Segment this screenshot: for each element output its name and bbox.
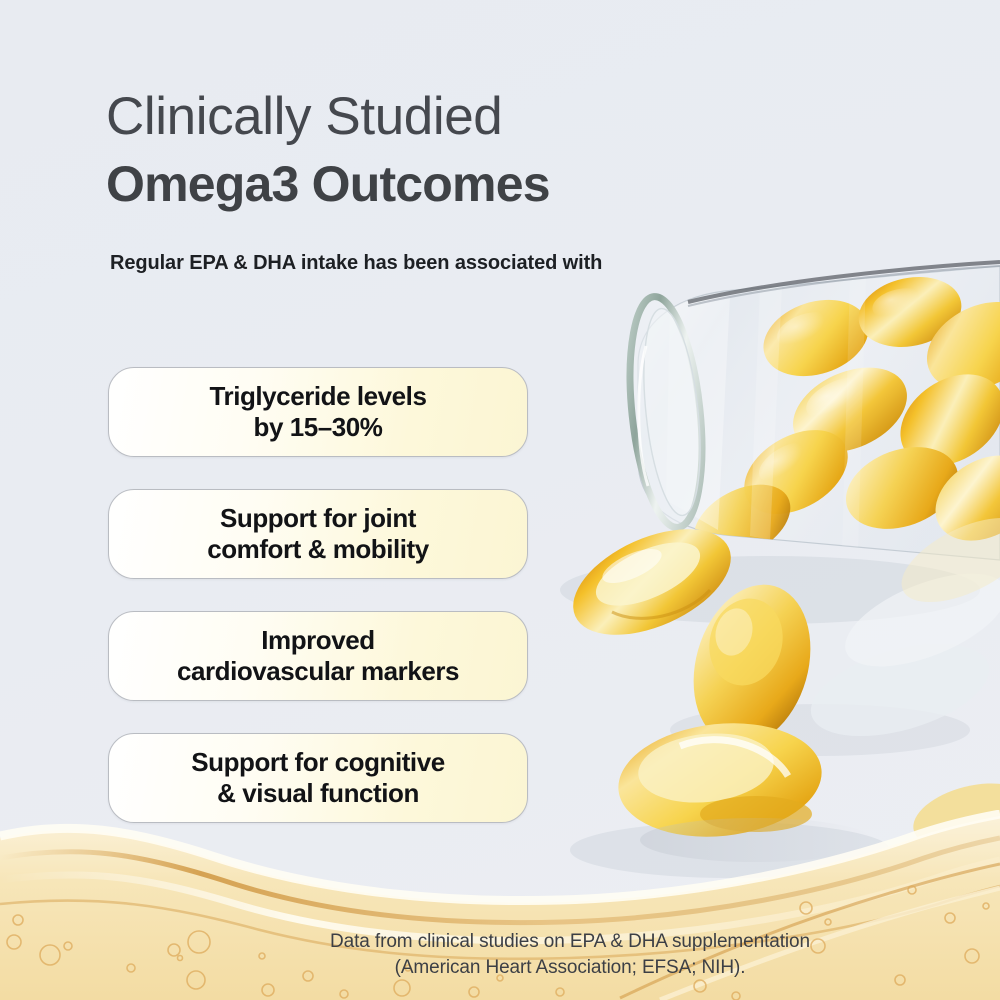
omega3-capsules-photo: [520, 260, 1000, 880]
benefit-card[interactable]: Support for cognitive & visual function: [108, 733, 528, 823]
title-line-light: Clinically Studied: [106, 87, 503, 146]
benefit-card-label: Triglyceride levels by 15–30%: [209, 381, 427, 442]
benefit-card[interactable]: Support for joint comfort & mobility: [108, 489, 528, 579]
footer-source-note: Data from clinical studies on EPA & DHA …: [0, 929, 1000, 982]
benefit-card-list: Triglyceride levels by 15–30% Support fo…: [108, 367, 528, 855]
benefit-card-label: Support for joint comfort & mobility: [207, 503, 429, 564]
footer-line-1: Data from clinical studies on EPA & DHA …: [330, 930, 810, 952]
page-title: Clinically Studied Omega3 Outcomes: [106, 88, 726, 212]
oil-wave-decoration: [0, 810, 1000, 1000]
benefit-card-label: Support for cognitive & visual function: [191, 747, 445, 808]
benefit-card[interactable]: Improved cardiovascular markers: [108, 611, 528, 701]
subtitle: Regular EPA & DHA intake has been associ…: [110, 252, 603, 274]
title-line-bold: Omega3 Outcomes: [106, 156, 551, 213]
benefit-card-label: Improved cardiovascular markers: [176, 625, 460, 686]
footer-line-2: (American Heart Association; EFSA; NIH).: [394, 957, 746, 979]
benefit-card[interactable]: Triglyceride levels by 15–30%: [108, 367, 528, 457]
